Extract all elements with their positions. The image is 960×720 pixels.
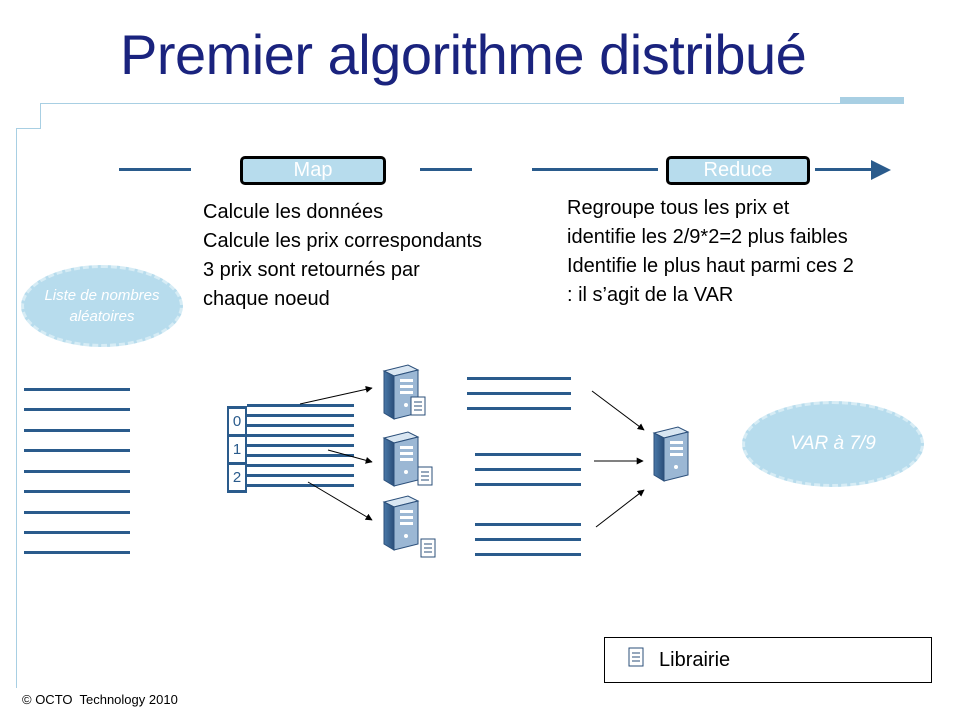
flow-line-segment — [815, 168, 873, 171]
arrow-map-to-reduce-3 — [595, 489, 645, 528]
reduce-description: Regroupe tous les prix et identifie les … — [567, 194, 854, 310]
title-accent-bar — [840, 97, 904, 104]
flow-line-segment — [420, 168, 472, 171]
data-line — [475, 483, 581, 486]
map-description-line: chaque noeud — [203, 288, 330, 310]
input-data-label: Liste de nombres aléatoires — [44, 287, 160, 325]
frame-line — [40, 103, 41, 129]
data-line — [475, 468, 581, 471]
partition-index-cell: 1 — [229, 437, 245, 462]
input-data-ellipse: Liste de nombres aléatoires — [21, 265, 183, 347]
arrow-partition-to-map-1 — [299, 385, 373, 405]
output-var-label: VAR à 7/9 — [790, 433, 876, 454]
arrow-partition-to-map-2 — [327, 449, 373, 464]
data-line — [24, 449, 130, 452]
data-line — [24, 531, 130, 534]
map-server-icon — [383, 495, 436, 558]
output-var-ellipse: VAR à 7/9 — [742, 401, 924, 487]
footer-copyright: © OCTO Technology 2010 — [22, 692, 178, 707]
partition-index-cell: 0 — [229, 409, 245, 434]
slide-title: Premier algorithme distribué — [120, 23, 807, 86]
data-line — [475, 453, 581, 456]
frame-line — [16, 128, 17, 688]
partition-index: 0 1 2 — [227, 406, 247, 493]
data-line — [24, 388, 130, 391]
data-line — [24, 511, 130, 514]
frame-line — [16, 128, 41, 129]
reduce-description-line: : il s’agit de la VAR — [567, 284, 734, 306]
reduce-description-line: Identifie le plus haut parmi ces 2 — [567, 255, 854, 277]
legend-icon-spacer — [629, 651, 643, 669]
map-description: Calcule les données Calcule les prix cor… — [203, 198, 482, 314]
data-line — [467, 407, 571, 410]
data-line — [24, 551, 130, 554]
data-line — [247, 484, 354, 487]
flow-line-segment — [532, 168, 658, 171]
data-line — [247, 424, 354, 427]
data-line — [247, 414, 354, 417]
map-server-icon — [383, 364, 426, 420]
map-stage-box: Map — [240, 156, 386, 185]
map-stage-label: Map — [293, 159, 333, 181]
data-line — [247, 464, 354, 467]
data-line — [247, 444, 354, 447]
map-description-line: 3 prix sont retournés par — [203, 259, 420, 281]
data-line — [475, 523, 581, 526]
reduce-description-line: identifie les 2/9*2=2 plus faibles — [567, 226, 848, 248]
data-line — [247, 434, 354, 437]
title-underline — [40, 103, 904, 104]
data-line — [467, 377, 571, 380]
data-line — [475, 538, 581, 541]
legend-label: Librairie — [659, 648, 731, 671]
data-line — [247, 474, 354, 477]
arrow-partition-to-map-3 — [307, 481, 373, 521]
reduce-stage-box: Reduce — [666, 156, 810, 185]
map-server-icon — [383, 431, 433, 487]
map-description-line: Calcule les prix correspondants — [203, 230, 483, 252]
data-line — [475, 553, 581, 556]
arrow-map-to-reduce-1 — [591, 390, 645, 431]
data-line — [24, 490, 130, 493]
reduce-description-line: Regroupe tous les prix et — [567, 197, 790, 219]
map-description-line: Calcule les données — [203, 201, 384, 223]
flow-arrowhead-icon — [871, 160, 891, 180]
data-line — [24, 429, 130, 432]
data-line — [24, 470, 130, 473]
partition-index-cell: 2 — [229, 465, 245, 490]
data-line — [247, 404, 354, 407]
legend: Librairie — [604, 637, 932, 683]
data-line — [467, 392, 571, 395]
data-line — [247, 454, 354, 457]
flow-line-segment — [119, 168, 191, 171]
data-line — [24, 408, 130, 411]
reduce-server-icon — [653, 426, 689, 482]
reduce-stage-label: Reduce — [703, 159, 773, 181]
